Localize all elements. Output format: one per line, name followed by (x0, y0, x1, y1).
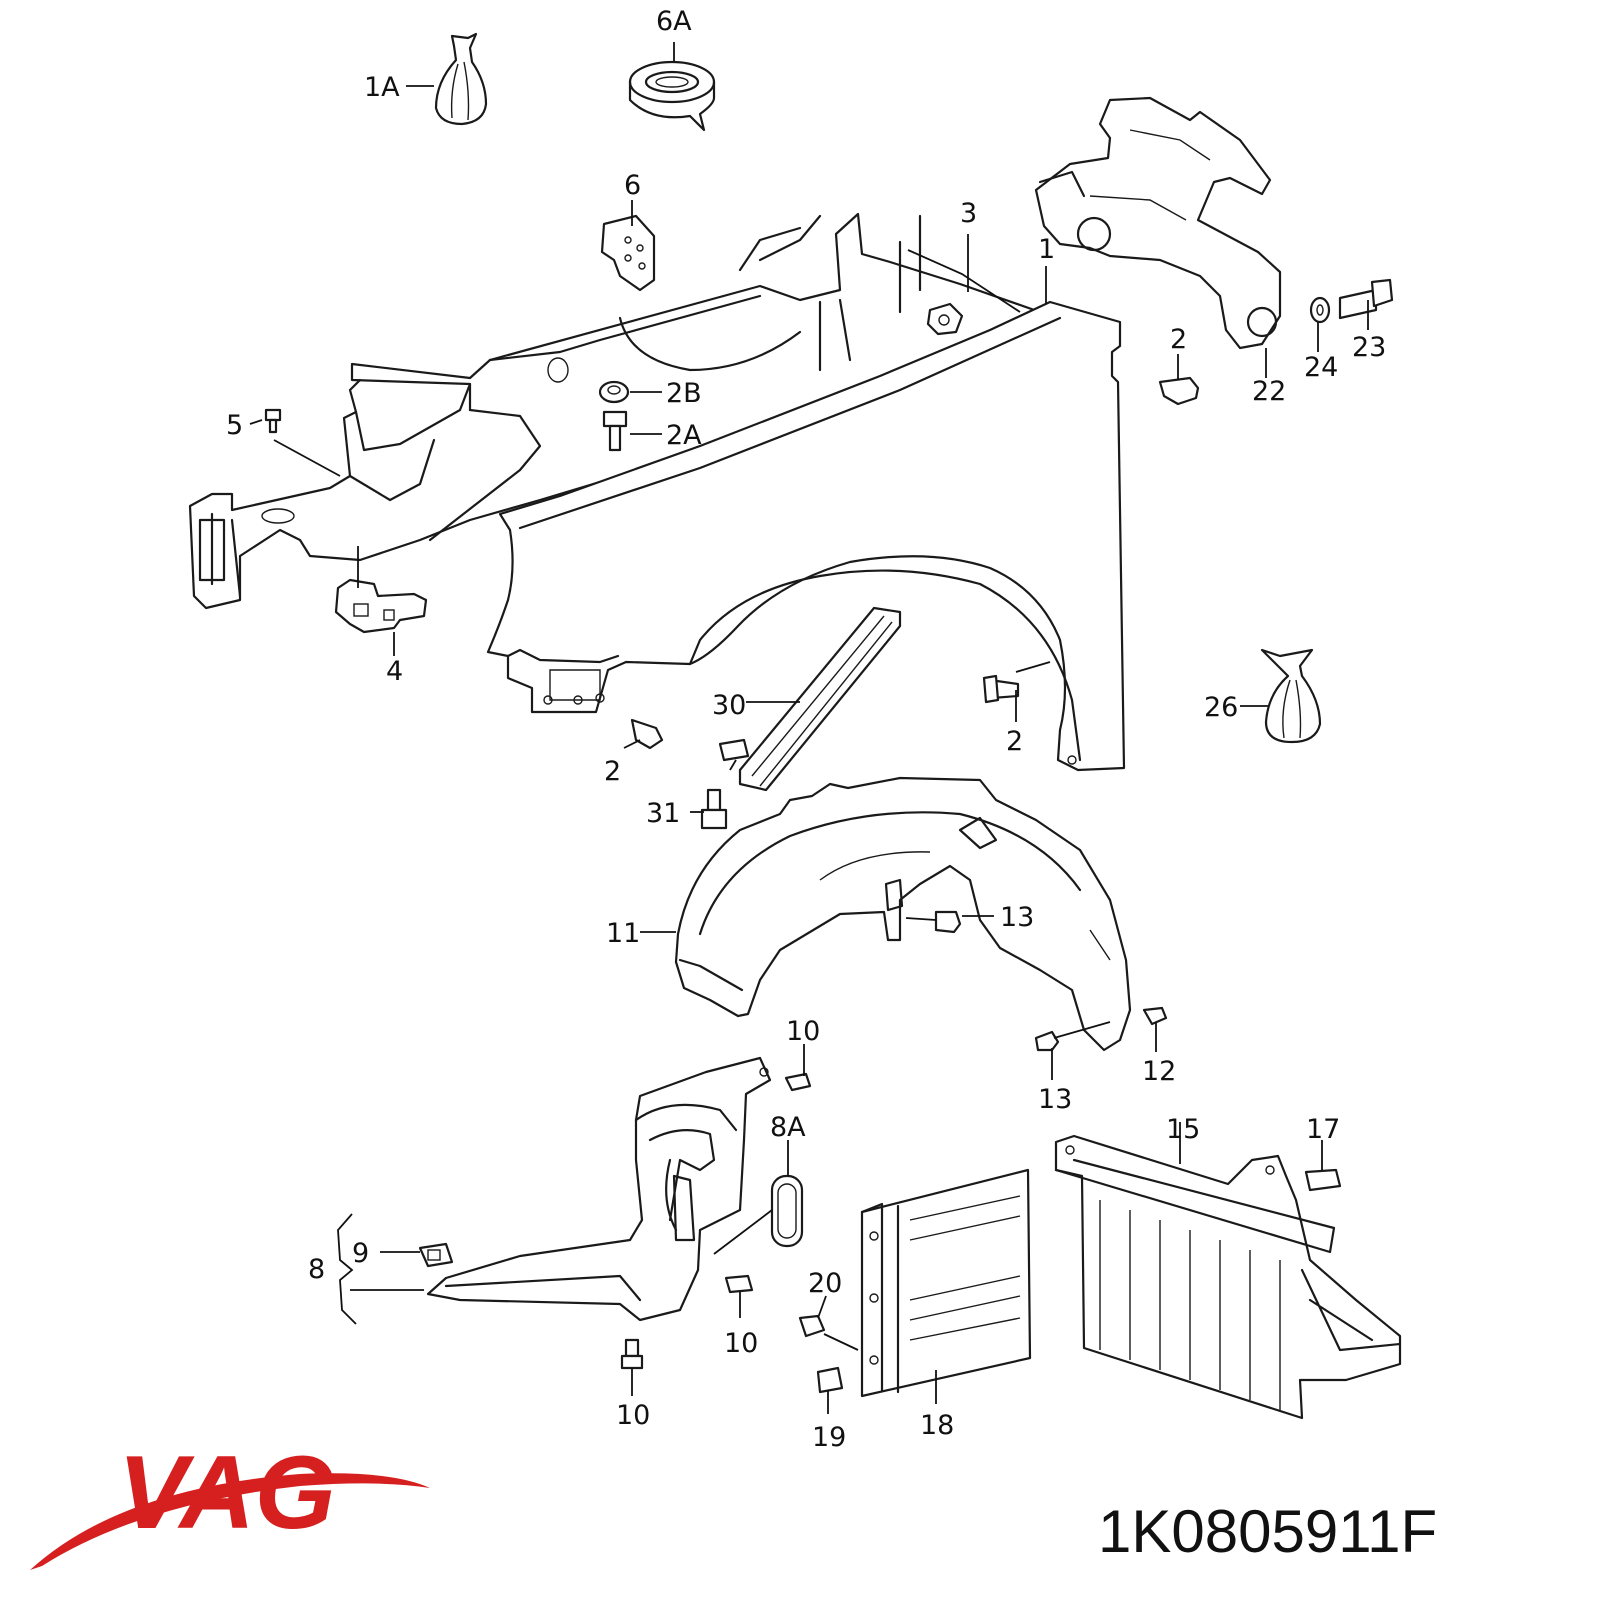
part-labels: 1A 6A 6 3 1 2 22 24 23 2B 2A 5 4 30 2 2 … (226, 6, 1386, 1453)
fastener-12-clip (1142, 1006, 1168, 1026)
part-1-front-fender (486, 300, 1126, 772)
part-30-seal-strip (718, 606, 902, 792)
label-1A: 1A (364, 72, 400, 103)
label-2-right: 2 (1006, 726, 1023, 757)
label-1: 1 (1038, 234, 1055, 265)
label-13-top: 13 (1000, 902, 1034, 933)
label-30: 30 (712, 690, 746, 721)
part-8-front-liner (426, 1056, 772, 1322)
fastener-20-screw (798, 1314, 826, 1338)
fastener-31-bolt (700, 788, 728, 830)
fastener-10-mid-screw (724, 1274, 754, 1294)
part-18-condenser (860, 1168, 1032, 1398)
part-8a-gasket (770, 1174, 804, 1248)
fastener-13-bottom-bolt (1034, 1030, 1060, 1052)
label-6A: 6A (656, 6, 692, 37)
label-31: 31 (646, 798, 680, 829)
fastener-2b-nut (598, 380, 630, 404)
part-24-washer (1309, 296, 1331, 324)
label-3: 3 (960, 198, 977, 229)
fastener-19-clip (816, 1366, 844, 1394)
label-10-top: 10 (786, 1016, 820, 1047)
label-17: 17 (1306, 1114, 1340, 1145)
label-12: 12 (1142, 1056, 1176, 1087)
logo-swoosh (30, 1473, 430, 1570)
part-4-bracket (334, 578, 428, 634)
part-15-air-duct (1054, 1134, 1402, 1420)
label-24: 24 (1304, 352, 1338, 383)
part-11-wheel-liner (674, 776, 1132, 1052)
fastener-17-screw (1304, 1168, 1342, 1192)
leader-lines (249, 42, 1369, 1414)
fastener-3-nut (926, 302, 964, 336)
label-2-top: 2 (1170, 324, 1187, 355)
label-11: 11 (606, 918, 640, 949)
label-20: 20 (808, 1268, 842, 1299)
label-10-bottom: 10 (616, 1400, 650, 1431)
label-2-left: 2 (604, 756, 621, 787)
label-10-mid: 10 (724, 1328, 758, 1359)
part-6-bracket (600, 214, 656, 292)
label-8: 8 (308, 1254, 325, 1285)
logo-text: VAG (118, 1435, 336, 1551)
part-22-support-bracket (1034, 96, 1282, 350)
label-4: 4 (386, 656, 403, 687)
fastener-5-screw (264, 408, 282, 434)
label-23: 23 (1352, 332, 1386, 363)
label-22: 22 (1252, 376, 1286, 407)
fastener-2-left-bolt (630, 718, 664, 750)
fastener-10-bottom-screw (620, 1338, 644, 1370)
fastener-13-top-bolt (934, 910, 962, 934)
label-2A: 2A (666, 420, 702, 451)
label-18: 18 (920, 1410, 954, 1441)
part-26-sealant-bag (1260, 648, 1322, 744)
part-6a-tape-roll (628, 60, 716, 132)
fastener-2a-bolt (602, 410, 628, 452)
label-26: 26 (1204, 692, 1238, 723)
label-15: 15 (1166, 1114, 1200, 1145)
label-8A: 8A (770, 1112, 806, 1143)
part-1a-sealant-bag (434, 32, 488, 126)
label-19: 19 (812, 1422, 846, 1453)
label-9: 9 (352, 1238, 369, 1269)
label-2B: 2B (666, 378, 702, 409)
part-23-bolt (1338, 278, 1394, 320)
label-13-bottom: 13 (1038, 1084, 1072, 1115)
label-6: 6 (624, 170, 641, 201)
part-number: 1K0805911F (1098, 1498, 1437, 1565)
fastener-2-top-bolt (1158, 376, 1200, 406)
fastener-2-right-bolt (982, 674, 1020, 704)
vag-logo: VAG (30, 1435, 430, 1570)
fastener-9-clip (418, 1242, 454, 1268)
label-5: 5 (226, 410, 243, 441)
fastener-10-top-screw (784, 1072, 812, 1092)
